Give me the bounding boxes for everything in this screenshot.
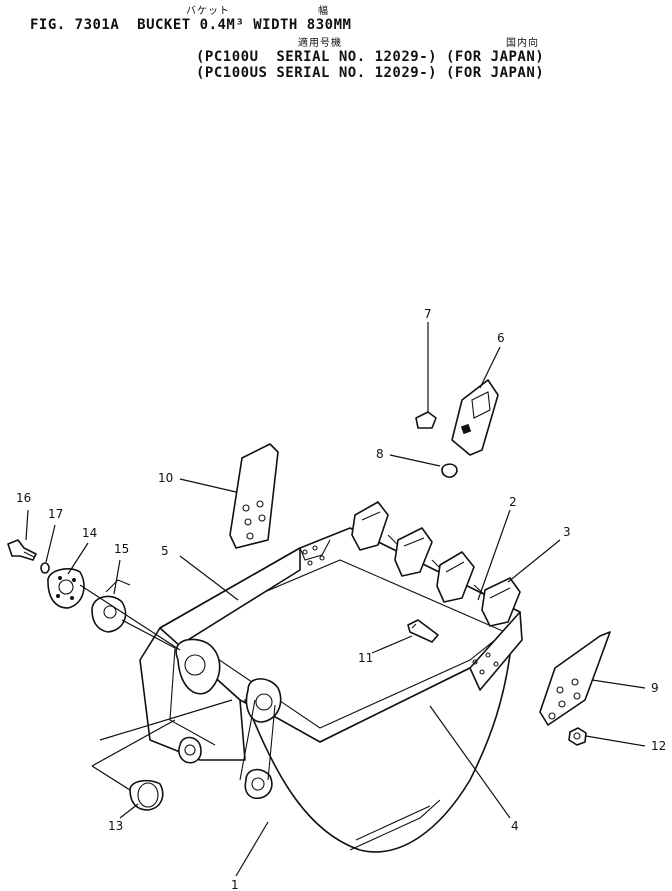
part-8-pin: [441, 463, 458, 478]
part-13-bushing: [129, 779, 164, 811]
callout-13: 13: [108, 819, 123, 833]
leader-lines: [25, 322, 646, 877]
callout-3: 3: [563, 525, 571, 539]
callout-10: 10: [158, 471, 173, 485]
kana-bucket-label: バケット: [186, 6, 230, 17]
part-11-bolt: [407, 619, 439, 643]
callout-7: 7: [424, 307, 432, 321]
part-14-hub: [47, 568, 85, 609]
serial-line-pc100u: (PC100U SERIAL NO. 12029-) (FOR JAPAN): [196, 49, 545, 65]
kanji-width-label: 幅: [318, 6, 329, 17]
part-15-shim: [91, 579, 131, 633]
figure-title: FIG. 7301A BUCKET 0.4M³ WIDTH 830MM: [30, 17, 352, 33]
callout-6: 6: [497, 331, 505, 345]
part-6-tooth: [451, 379, 499, 456]
bucket-teeth: [351, 501, 521, 627]
callout-5: 5: [161, 544, 169, 558]
callout-16: 16: [16, 491, 31, 505]
kanji-applicable-label: 適用号機: [298, 38, 342, 49]
part-10-side-cutter: [229, 443, 279, 549]
callout-12: 12: [651, 739, 666, 753]
callout-labels: 1 2 3 4 5 6 7 8 9 10 11 12 13 14 15 16 1…: [16, 307, 666, 891]
part-17-washer: [40, 562, 50, 574]
part-7-lock: [415, 411, 437, 429]
kanji-domestic-label: 国内向: [506, 38, 539, 49]
callout-1: 1: [231, 878, 239, 891]
callout-9: 9: [651, 681, 659, 695]
part-16-bolt: [7, 539, 37, 561]
serial-line-pc100us: (PC100US SERIAL NO. 12029-) (FOR JAPAN): [196, 65, 545, 81]
part-12-nut: [568, 727, 587, 746]
part-9-side-cutter: [539, 631, 611, 726]
figure-header: バケット 幅 FIG. 7301A BUCKET 0.4M³ WIDTH 830…: [0, 0, 672, 90]
callout-2: 2: [509, 495, 517, 509]
callout-11: 11: [358, 651, 373, 665]
callout-14: 14: [82, 526, 97, 540]
callout-15: 15: [114, 542, 129, 556]
callout-8: 8: [376, 447, 384, 461]
callout-4: 4: [511, 819, 519, 833]
callout-17: 17: [48, 507, 63, 521]
bucket-body: [139, 527, 523, 853]
